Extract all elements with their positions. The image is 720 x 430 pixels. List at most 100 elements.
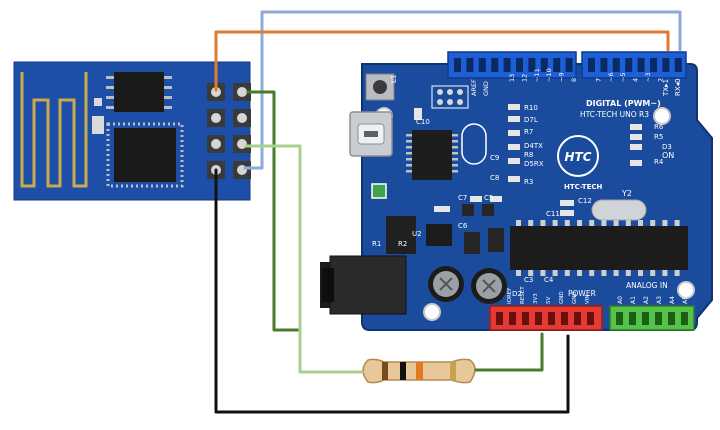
header-hole (496, 312, 503, 325)
wire-blue (243, 10, 682, 170)
digital-header (447, 51, 687, 79)
resistor-band-2 (400, 362, 406, 380)
chip-pin (662, 220, 668, 226)
header-hole (516, 58, 523, 72)
esp8266-module (13, 61, 251, 201)
capacitor-2 (471, 268, 507, 304)
wire-resistor-3v3 (474, 332, 544, 372)
chip-pin (601, 220, 607, 226)
chip-pin (625, 220, 631, 226)
esp-main-chip (106, 122, 184, 188)
power-pin-label: VIN (585, 295, 591, 305)
arduino-board: HTC DIGITAL (PWM~) HTC-TECH UNO R3 HTC-T… (320, 51, 713, 331)
header-hole (491, 58, 499, 72)
wire-lightgreen (244, 144, 364, 374)
header-hole (655, 312, 662, 325)
wire-darkgreen (246, 90, 302, 332)
wire-black (214, 168, 570, 414)
reset-button[interactable] (365, 73, 395, 101)
header-hole (522, 312, 529, 325)
label-c11: C11 (546, 210, 560, 218)
power-led (371, 183, 387, 199)
label-d5rx: D5RX (524, 160, 544, 168)
label-c12: C12 (578, 197, 592, 205)
label-r3: R3 (524, 178, 533, 186)
label-r2: R2 (398, 240, 407, 248)
analog-pin-label: A1 (630, 296, 637, 304)
header-hole (587, 312, 594, 325)
chip-pin (516, 220, 521, 226)
header-hole (535, 312, 542, 325)
label-c6: C6 (458, 222, 468, 230)
esp-pin-tip (211, 87, 221, 97)
header-hole (650, 58, 657, 72)
antenna-trace (20, 72, 88, 188)
label-d2: D2 (512, 290, 522, 298)
header-hole (637, 58, 645, 72)
usb-connector (349, 111, 393, 157)
power-header (489, 305, 603, 331)
chip-pin (650, 270, 656, 276)
header-hole (662, 58, 670, 72)
header-hole (674, 58, 682, 72)
esp-pin-tip (237, 87, 247, 97)
atmega-chip (510, 220, 688, 276)
resistor-band-4 (450, 362, 456, 380)
label-r5: R5 (654, 133, 663, 141)
capacitor-1 (428, 266, 464, 302)
label-r8: R8 (524, 151, 533, 159)
header-hole (625, 58, 633, 72)
label-c8: C8 (490, 174, 499, 182)
chip-pin (540, 270, 546, 276)
power-label: POWER (568, 289, 596, 298)
digital-pin-label: 12 (520, 74, 528, 82)
header-hole (565, 58, 573, 72)
label-l1: L1 (390, 75, 398, 83)
header-hole (466, 58, 474, 72)
chip-pin (577, 220, 582, 226)
analog-pin-label: A0 (617, 296, 624, 304)
label-d3: D3 (662, 143, 672, 151)
dc-power-jack (320, 255, 407, 315)
header-hole (540, 58, 548, 72)
header-hole (503, 58, 511, 72)
header-hole (642, 312, 649, 325)
chip-pin (516, 270, 521, 276)
esp-smd-part (94, 98, 102, 106)
header-hole (616, 312, 623, 325)
component-u2 (426, 224, 452, 246)
header-hole (509, 312, 516, 325)
board-name-label: HTC-TECH UNO R3 (580, 110, 649, 119)
usb-interface-chip (406, 130, 458, 180)
header-hole (574, 312, 581, 325)
flash-chip (106, 72, 172, 112)
chip-pin (552, 270, 558, 276)
chip-pin (564, 220, 570, 226)
smd-components (414, 104, 642, 216)
label-r1: R1 (372, 240, 381, 248)
chip-pin (638, 270, 643, 276)
component-c7 (462, 204, 474, 216)
mounting-hole (677, 281, 695, 299)
analog-pin-label: A4 (669, 296, 676, 304)
header-hole (681, 312, 688, 325)
label-r10: R10 (524, 104, 538, 112)
chip-pin (540, 220, 546, 226)
chip-pin (662, 270, 668, 276)
esp-pin-tip (237, 139, 247, 149)
label-c5: C5 (484, 194, 493, 202)
chip-pin (638, 220, 643, 226)
voltage-regulator (386, 216, 416, 254)
digital-pin-label: 2 (656, 78, 664, 82)
digital-pin-label: 8 (570, 78, 578, 82)
chip-pin (552, 220, 558, 226)
on-label: ON (662, 151, 674, 160)
header-hole (454, 58, 461, 72)
rx-pin-label: RX◂0 (674, 78, 682, 96)
label-d7l: D7L (524, 116, 538, 124)
power-pin-label: RESET (520, 286, 526, 304)
htc-logo: HTC (557, 135, 599, 177)
mounting-hole (423, 303, 441, 321)
esp-pin-tip (211, 113, 221, 123)
label-c3: C3 (524, 276, 533, 284)
